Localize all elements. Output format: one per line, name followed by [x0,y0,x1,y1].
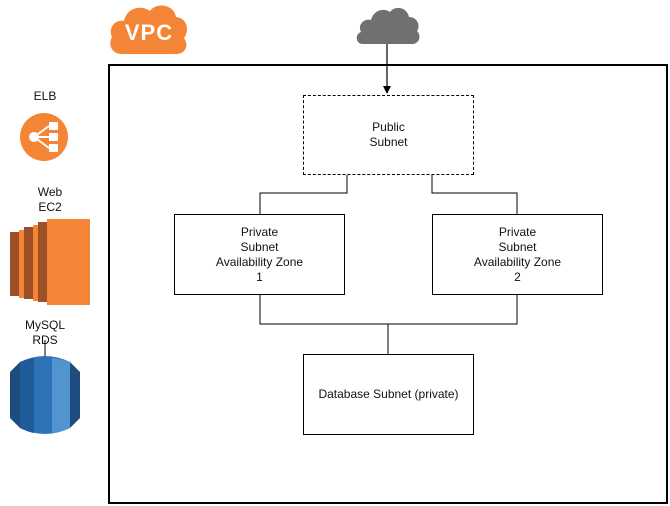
internet-cloud [355,5,421,45]
public-to-az1-connector [259,175,348,214]
public-subnet-label: Public Subnet [369,120,408,149]
vpc-boundary [108,64,668,504]
elb-legend-icon [19,112,69,162]
vpc-badge-label: VPC [124,20,174,45]
private-subnet-az2-label: Private Subnet Availability Zone 2 [473,224,562,284]
database-subnet: Database Subnet (private) [303,354,474,435]
ec2-legend-label: Web EC2 [37,185,63,214]
public-subnet: Public Subnet [303,95,474,175]
private-subnet-az1: Private Subnet Availability Zone 1 [174,214,345,295]
rds-legend-icon [8,340,82,438]
rds-icon [10,340,80,434]
vpc-cloud-icon [110,5,188,55]
elb-legend-label: ELB [33,89,57,103]
database-subnet-label: Database Subnet (private) [318,387,459,401]
private-subnet-az1-label: Private Subnet Availability Zone 1 [215,224,304,284]
elb-icon [20,113,68,161]
private-subnet-az2: Private Subnet Availability Zone 2 [432,214,603,295]
cloud-icon [356,7,420,44]
ec2-icon [10,219,90,305]
vpc-badge: VPC [108,2,190,56]
ec2-legend-icon [10,214,90,306]
public-to-az2-connector [431,175,518,214]
